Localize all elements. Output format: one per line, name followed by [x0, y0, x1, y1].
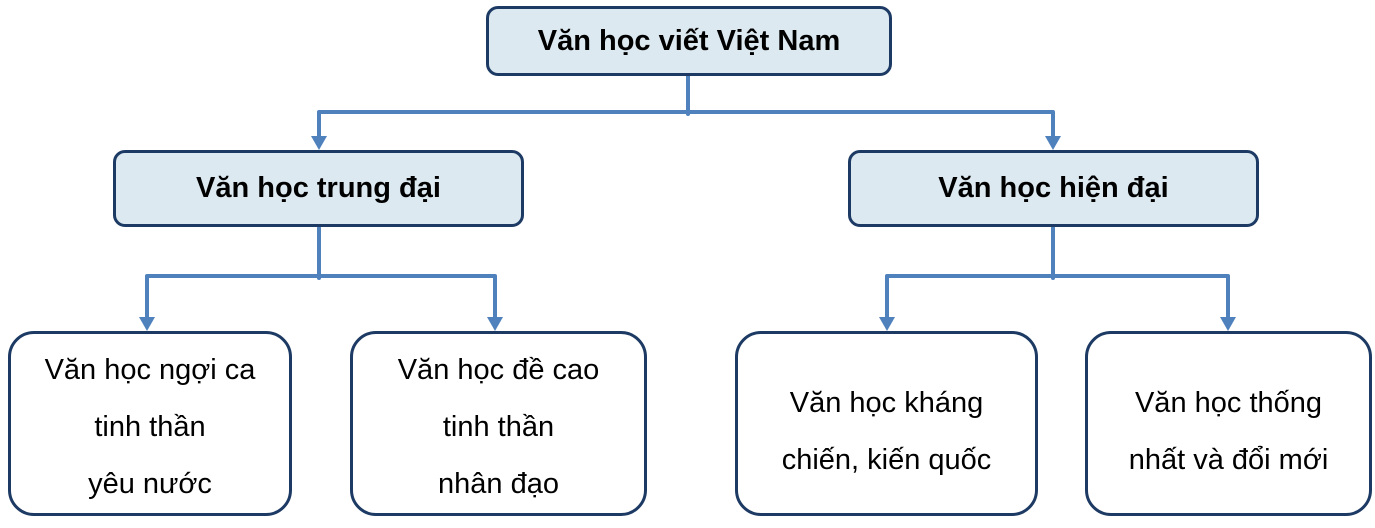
node-label-line: Văn học đề cao	[397, 354, 600, 386]
node-label: Văn học hiện đại	[938, 172, 1169, 204]
connector-trung-dai-rail	[145, 274, 497, 320]
connector-hien-dai-rail	[885, 274, 1230, 320]
node-label: Văn học trung đại	[196, 172, 441, 204]
arrowhead-to-khang-chien	[879, 317, 895, 331]
node-van-hoc-hien-dai: Văn học hiện đại	[848, 150, 1259, 227]
node-label-line: Văn học thống	[1134, 386, 1323, 419]
node-label-line: Văn học ngợi ca	[44, 354, 256, 386]
node-label-line: tinh thần	[442, 411, 555, 443]
node-de-cao-tinh-than-nhan-dao: Văn học đề cao tinh thần nhân đạo	[350, 331, 647, 516]
node-van-hoc-trung-dai: Văn học trung đại	[113, 150, 524, 227]
node-thong-nhat-va-doi-moi: Văn học thống nhất và đổi mới	[1085, 331, 1372, 516]
node-van-hoc-viet-nam: Văn học viết Việt Nam	[486, 6, 892, 76]
arrowhead-to-ngoi-ca	[139, 317, 155, 331]
arrowhead-to-hien-dai	[1045, 136, 1061, 150]
connector-root-rail	[317, 110, 1055, 140]
node-label-line: nhân đạo	[438, 468, 559, 500]
node-label: Văn học viết Việt Nam	[537, 24, 841, 57]
node-khang-chien-kien-quoc: Văn học kháng chiến, kiến quốc	[735, 331, 1038, 516]
node-label-line: Văn học kháng	[789, 386, 984, 419]
node-label-line: tinh thần	[94, 411, 206, 443]
node-label-line: yêu nước	[88, 468, 212, 500]
arrowhead-to-thong-nhat	[1220, 317, 1236, 331]
arrowhead-to-trung-dai	[311, 136, 327, 150]
node-label-line: chiến, kiến quốc	[781, 443, 992, 476]
node-label-line: nhất và đổi mới	[1128, 443, 1329, 476]
arrowhead-to-de-cao	[487, 317, 503, 331]
node-ngoi-ca-tinh-than-yeu-nuoc: Văn học ngợi ca tinh thần yêu nước	[8, 331, 292, 516]
